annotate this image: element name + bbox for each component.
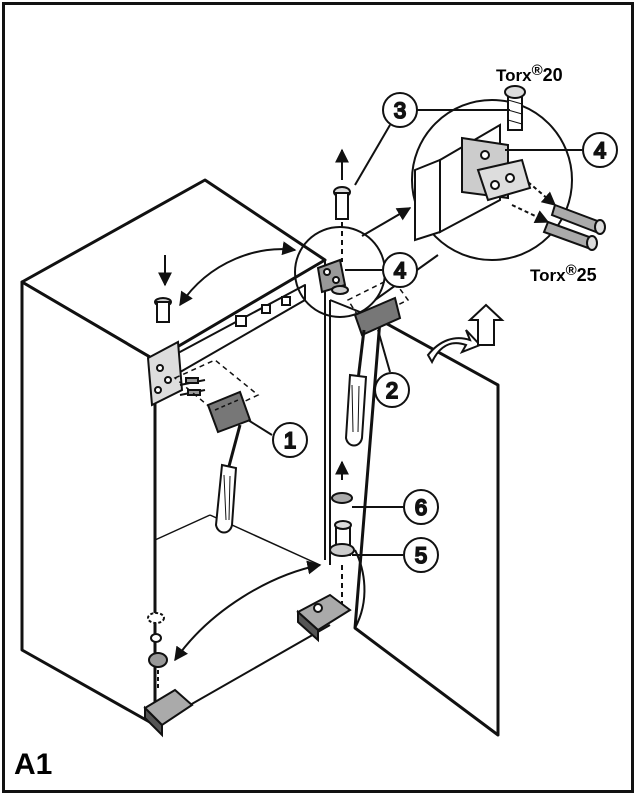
callout-1-label: 1: [284, 428, 296, 453]
screwdriver-2: [344, 329, 368, 447]
callout-1: 1: [247, 419, 308, 458]
callout-4a-label: 4: [594, 138, 606, 163]
torx-20-mark: ®: [531, 62, 543, 79]
callout-3: 3: [354, 92, 510, 186]
door: [329, 299, 500, 737]
door-rotate-arrow: [426, 303, 505, 365]
callout-2: 2: [374, 329, 410, 408]
callout-4-cabinet: 4: [345, 252, 418, 288]
callout-6-label: 6: [415, 495, 427, 520]
torx-20-size: 20: [542, 65, 563, 85]
callout-4b-label: 4: [394, 258, 406, 283]
torx-20-brand: Torx: [496, 66, 532, 85]
callout-5: 5: [352, 537, 439, 573]
detail-hinge: [414, 85, 606, 251]
swap-arrow-top: [179, 241, 297, 307]
bottom-hinge-right: [296, 593, 352, 643]
bottom-hinge-left: [143, 612, 194, 738]
torx-25-label: Torx®25: [530, 262, 597, 286]
swap-arrow-bottom: [174, 560, 322, 662]
top-left-hinge: [146, 297, 206, 407]
callout-3-label: 3: [394, 98, 406, 123]
torx-25-brand: Torx: [530, 266, 566, 285]
callout-6: 6: [352, 489, 439, 525]
screw-3: [333, 148, 351, 262]
callout-2-label: 2: [386, 378, 398, 403]
figure-label: A1: [14, 748, 53, 781]
hinge-cover-1: [173, 359, 260, 434]
screwdriver-1: [214, 424, 242, 534]
callout-4-detail: 4: [505, 132, 618, 168]
torx-20-label: Torx®20: [496, 62, 563, 86]
torx-25-mark: ®: [565, 262, 577, 279]
torx-25-size: 25: [576, 265, 597, 285]
bottom-pin-5: [329, 460, 355, 605]
callout-5-label: 5: [415, 543, 427, 568]
